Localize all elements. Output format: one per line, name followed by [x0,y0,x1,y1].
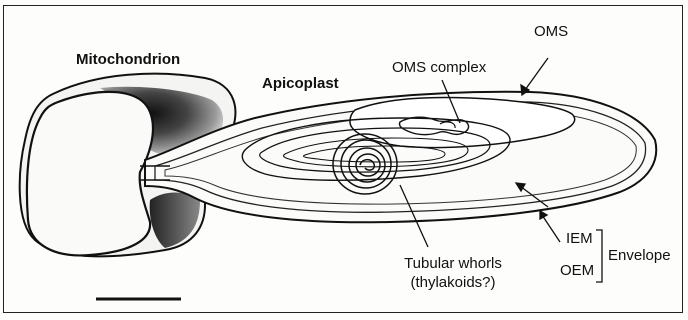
envelope-label: Envelope [608,248,671,263]
apicoplast-label: Apicoplast [262,76,339,91]
mitochondrion-label: Mitochondrion [76,52,180,67]
oms-leader-line [525,58,548,90]
tubular-whorls-line1: Tubular whorls [388,256,518,271]
oem-leader-line [542,215,560,242]
envelope-bracket [596,230,602,282]
oms-complex-label: OMS complex [392,60,486,75]
tubular-whorls-line2: (thylakoids?) [388,275,518,290]
tubular-whorls-label: Tubular whorls (thylakoids?) [388,256,518,290]
iem-label: IEM [566,231,593,246]
oem-label: OEM [560,263,594,278]
oms-label: OMS [534,24,568,39]
